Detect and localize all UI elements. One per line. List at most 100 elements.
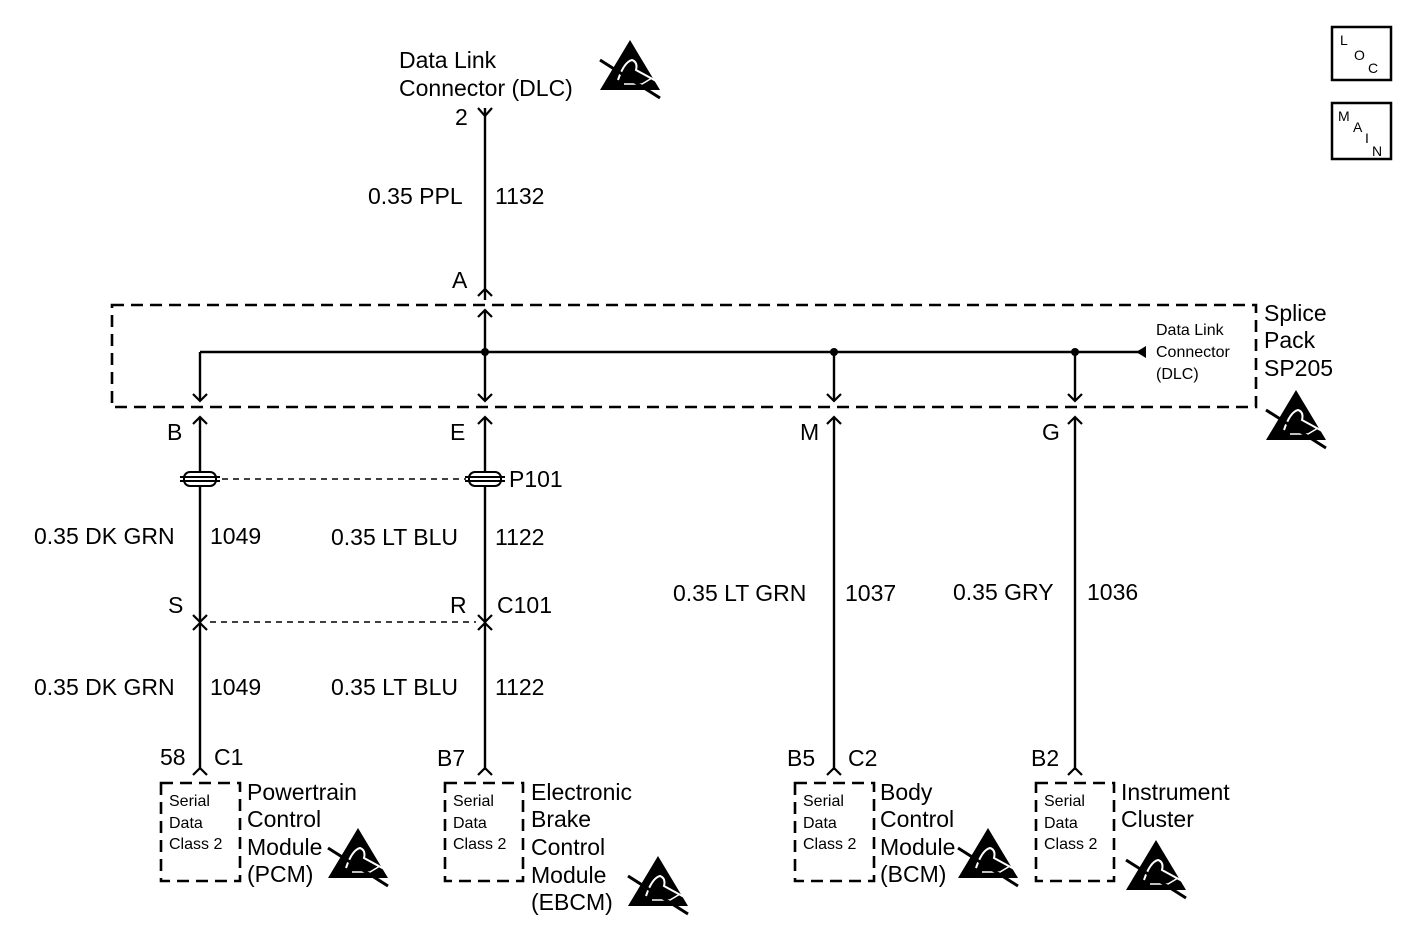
splice-pin-a: A bbox=[452, 267, 468, 293]
dlc-title-line2: Connector (DLC) bbox=[399, 75, 573, 101]
bcm-box-line1: Serial bbox=[803, 793, 844, 810]
splice-dlc-label-line3: (DLC) bbox=[1156, 366, 1199, 383]
wire-1036-gauge-color: 0.35 GRY bbox=[953, 579, 1054, 605]
bcm-name-line3: Module bbox=[880, 834, 955, 860]
wire-1122-lower-gauge-color: 0.35 LT BLU bbox=[331, 674, 458, 700]
wire-1122-upper-gauge-color: 0.35 LT BLU bbox=[331, 524, 458, 550]
connector-arrow-icon bbox=[477, 393, 493, 403]
bcm-name-line4: (BCM) bbox=[880, 861, 946, 887]
splice-dlc-label-line2: Connector bbox=[1156, 344, 1230, 361]
bcm-name-line1: Body bbox=[880, 779, 933, 805]
bcm-connector: C2 bbox=[848, 745, 877, 771]
esd-warning-icon bbox=[1264, 388, 1328, 450]
splice-pin-g: G bbox=[1042, 419, 1060, 445]
wire-1049-upper-gauge-color: 0.35 DK GRN bbox=[34, 523, 175, 549]
splice-name-line2: Pack bbox=[1264, 327, 1316, 353]
splice-pin-b: B bbox=[167, 419, 182, 445]
connector-arrow-icon bbox=[477, 766, 493, 776]
splice-name-line1: Splice bbox=[1264, 300, 1327, 326]
bcm-box-line3: Class 2 bbox=[803, 836, 856, 853]
ipc-serial-data-box bbox=[1034, 781, 1116, 883]
pcm-box-line2: Data bbox=[169, 815, 203, 832]
dlc-tap-arrow-icon bbox=[1136, 346, 1146, 358]
esd-warning-icon bbox=[598, 38, 662, 100]
loc-button[interactable]: L O C bbox=[1330, 25, 1393, 82]
connector-arrow-icon bbox=[477, 287, 493, 297]
c101-pin-s: S bbox=[168, 592, 183, 618]
pcm-pin: 58 bbox=[160, 744, 186, 770]
dlc-pin-2: 2 bbox=[455, 104, 468, 130]
ebcm-serial-data-box bbox=[443, 781, 525, 883]
ebcm-name-line4: Module bbox=[531, 862, 606, 888]
ebcm-name-line5: (EBCM) bbox=[531, 889, 613, 915]
p101-label: P101 bbox=[509, 466, 563, 492]
loc-letter-c: C bbox=[1368, 60, 1378, 76]
wire-1132-circuit: 1132 bbox=[495, 183, 544, 209]
esd-warning-icon bbox=[956, 826, 1020, 888]
c101-pin-r: R bbox=[450, 592, 467, 618]
connector-arrow-icon bbox=[826, 393, 842, 403]
wire-1132-gauge-color: 0.35 PPL bbox=[368, 183, 463, 209]
main-button[interactable]: M A I N bbox=[1330, 101, 1393, 161]
bcm-pin: B5 bbox=[787, 745, 815, 771]
connector-arrow-icon bbox=[192, 393, 208, 403]
pcm-name-line2: Control bbox=[247, 806, 321, 832]
c101-label: C101 bbox=[497, 592, 552, 618]
wire-1122-lower-circuit: 1122 bbox=[495, 674, 544, 700]
pcm-name-line3: Module bbox=[247, 834, 322, 860]
wire-1037-gauge-color: 0.35 LT GRN bbox=[673, 580, 806, 606]
connector-arrow-icon bbox=[826, 766, 842, 776]
esd-warning-icon bbox=[1124, 838, 1188, 900]
ipc-box-line1: Serial bbox=[1044, 793, 1085, 810]
splice-node bbox=[481, 348, 489, 356]
wire-1049-upper-circuit: 1049 bbox=[210, 523, 261, 549]
p101-connector-icon bbox=[180, 471, 505, 487]
wire-1049-lower-gauge-color: 0.35 DK GRN bbox=[34, 674, 175, 700]
wire-1037-circuit: 1037 bbox=[845, 580, 896, 606]
ipc-pin: B2 bbox=[1031, 745, 1059, 771]
ebcm-pin: B7 bbox=[437, 745, 465, 771]
ipc-box-line2: Data bbox=[1044, 815, 1078, 832]
connector-arrow-icon bbox=[1067, 766, 1083, 776]
connector-arrow-icon bbox=[192, 621, 208, 631]
splice-name-line3: SP205 bbox=[1264, 355, 1333, 381]
wire-1122-upper-circuit: 1122 bbox=[495, 524, 544, 550]
loc-letter-l: L bbox=[1340, 32, 1348, 48]
ebcm-name-line3: Control bbox=[531, 834, 605, 860]
pcm-name-line1: Powertrain bbox=[247, 779, 357, 805]
pcm-connector: C1 bbox=[214, 744, 243, 770]
pcm-name-line4: (PCM) bbox=[247, 861, 313, 887]
ipc-name-line2: Cluster bbox=[1121, 806, 1194, 832]
pcm-box-line3: Class 2 bbox=[169, 836, 222, 853]
ebcm-name-line1: Electronic bbox=[531, 779, 632, 805]
connector-arrow-icon bbox=[192, 766, 208, 776]
main-letter-a: A bbox=[1353, 119, 1363, 135]
bcm-name-line2: Control bbox=[880, 806, 954, 832]
pcm-box-line1: Serial bbox=[169, 793, 210, 810]
wire-1049-lower-circuit: 1049 bbox=[210, 674, 261, 700]
pcm-serial-data-box bbox=[159, 781, 242, 883]
connector-arrow-icon bbox=[1067, 393, 1083, 403]
esd-warning-icon bbox=[626, 854, 690, 916]
splice-pin-e: E bbox=[450, 419, 465, 445]
main-letter-i: I bbox=[1365, 130, 1369, 146]
esd-warning-icon bbox=[326, 826, 390, 888]
dlc-title-line1: Data Link bbox=[399, 47, 497, 73]
splice-pin-m: M bbox=[800, 419, 819, 445]
ebcm-box-line3: Class 2 bbox=[453, 836, 506, 853]
ipc-name-line1: Instrument bbox=[1121, 779, 1230, 805]
main-letter-n: N bbox=[1372, 143, 1382, 159]
ebcm-name-line2: Brake bbox=[531, 806, 591, 832]
ebcm-box-line1: Serial bbox=[453, 793, 494, 810]
splice-dlc-label-line1: Data Link bbox=[1156, 322, 1225, 339]
splice-pack-box bbox=[110, 303, 1258, 409]
bcm-serial-data-box bbox=[793, 781, 876, 883]
connector-arrow-icon bbox=[477, 621, 493, 631]
loc-letter-o: O bbox=[1354, 47, 1365, 63]
main-letter-m: M bbox=[1338, 108, 1350, 124]
wire-1036-circuit: 1036 bbox=[1087, 579, 1138, 605]
bcm-box-line2: Data bbox=[803, 815, 837, 832]
ipc-box-line3: Class 2 bbox=[1044, 836, 1097, 853]
ebcm-box-line2: Data bbox=[453, 815, 487, 832]
